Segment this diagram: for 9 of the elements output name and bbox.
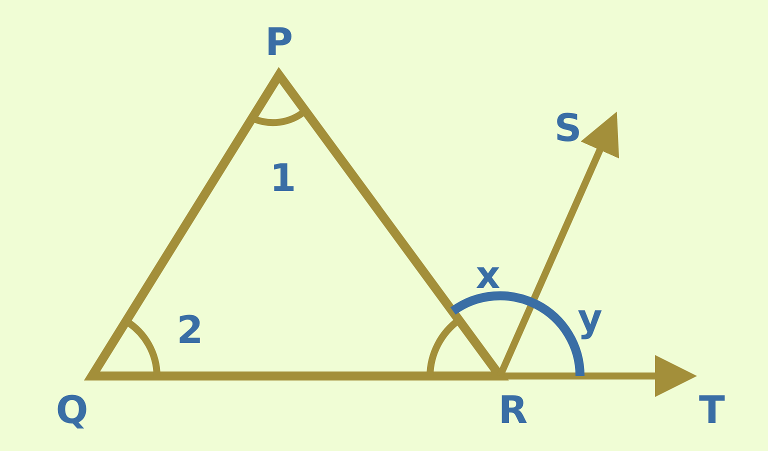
angle-label: 2 xyxy=(176,310,204,350)
angle-label: x xyxy=(476,255,500,295)
vertex-label: S xyxy=(554,108,582,148)
vertex-label: Q xyxy=(56,390,88,430)
vertex-label: T xyxy=(699,390,725,430)
vertex-label: R xyxy=(498,390,528,430)
angle-label: 1 xyxy=(270,158,296,198)
vertex-label: P xyxy=(265,22,293,62)
angle-label: y xyxy=(578,298,602,338)
